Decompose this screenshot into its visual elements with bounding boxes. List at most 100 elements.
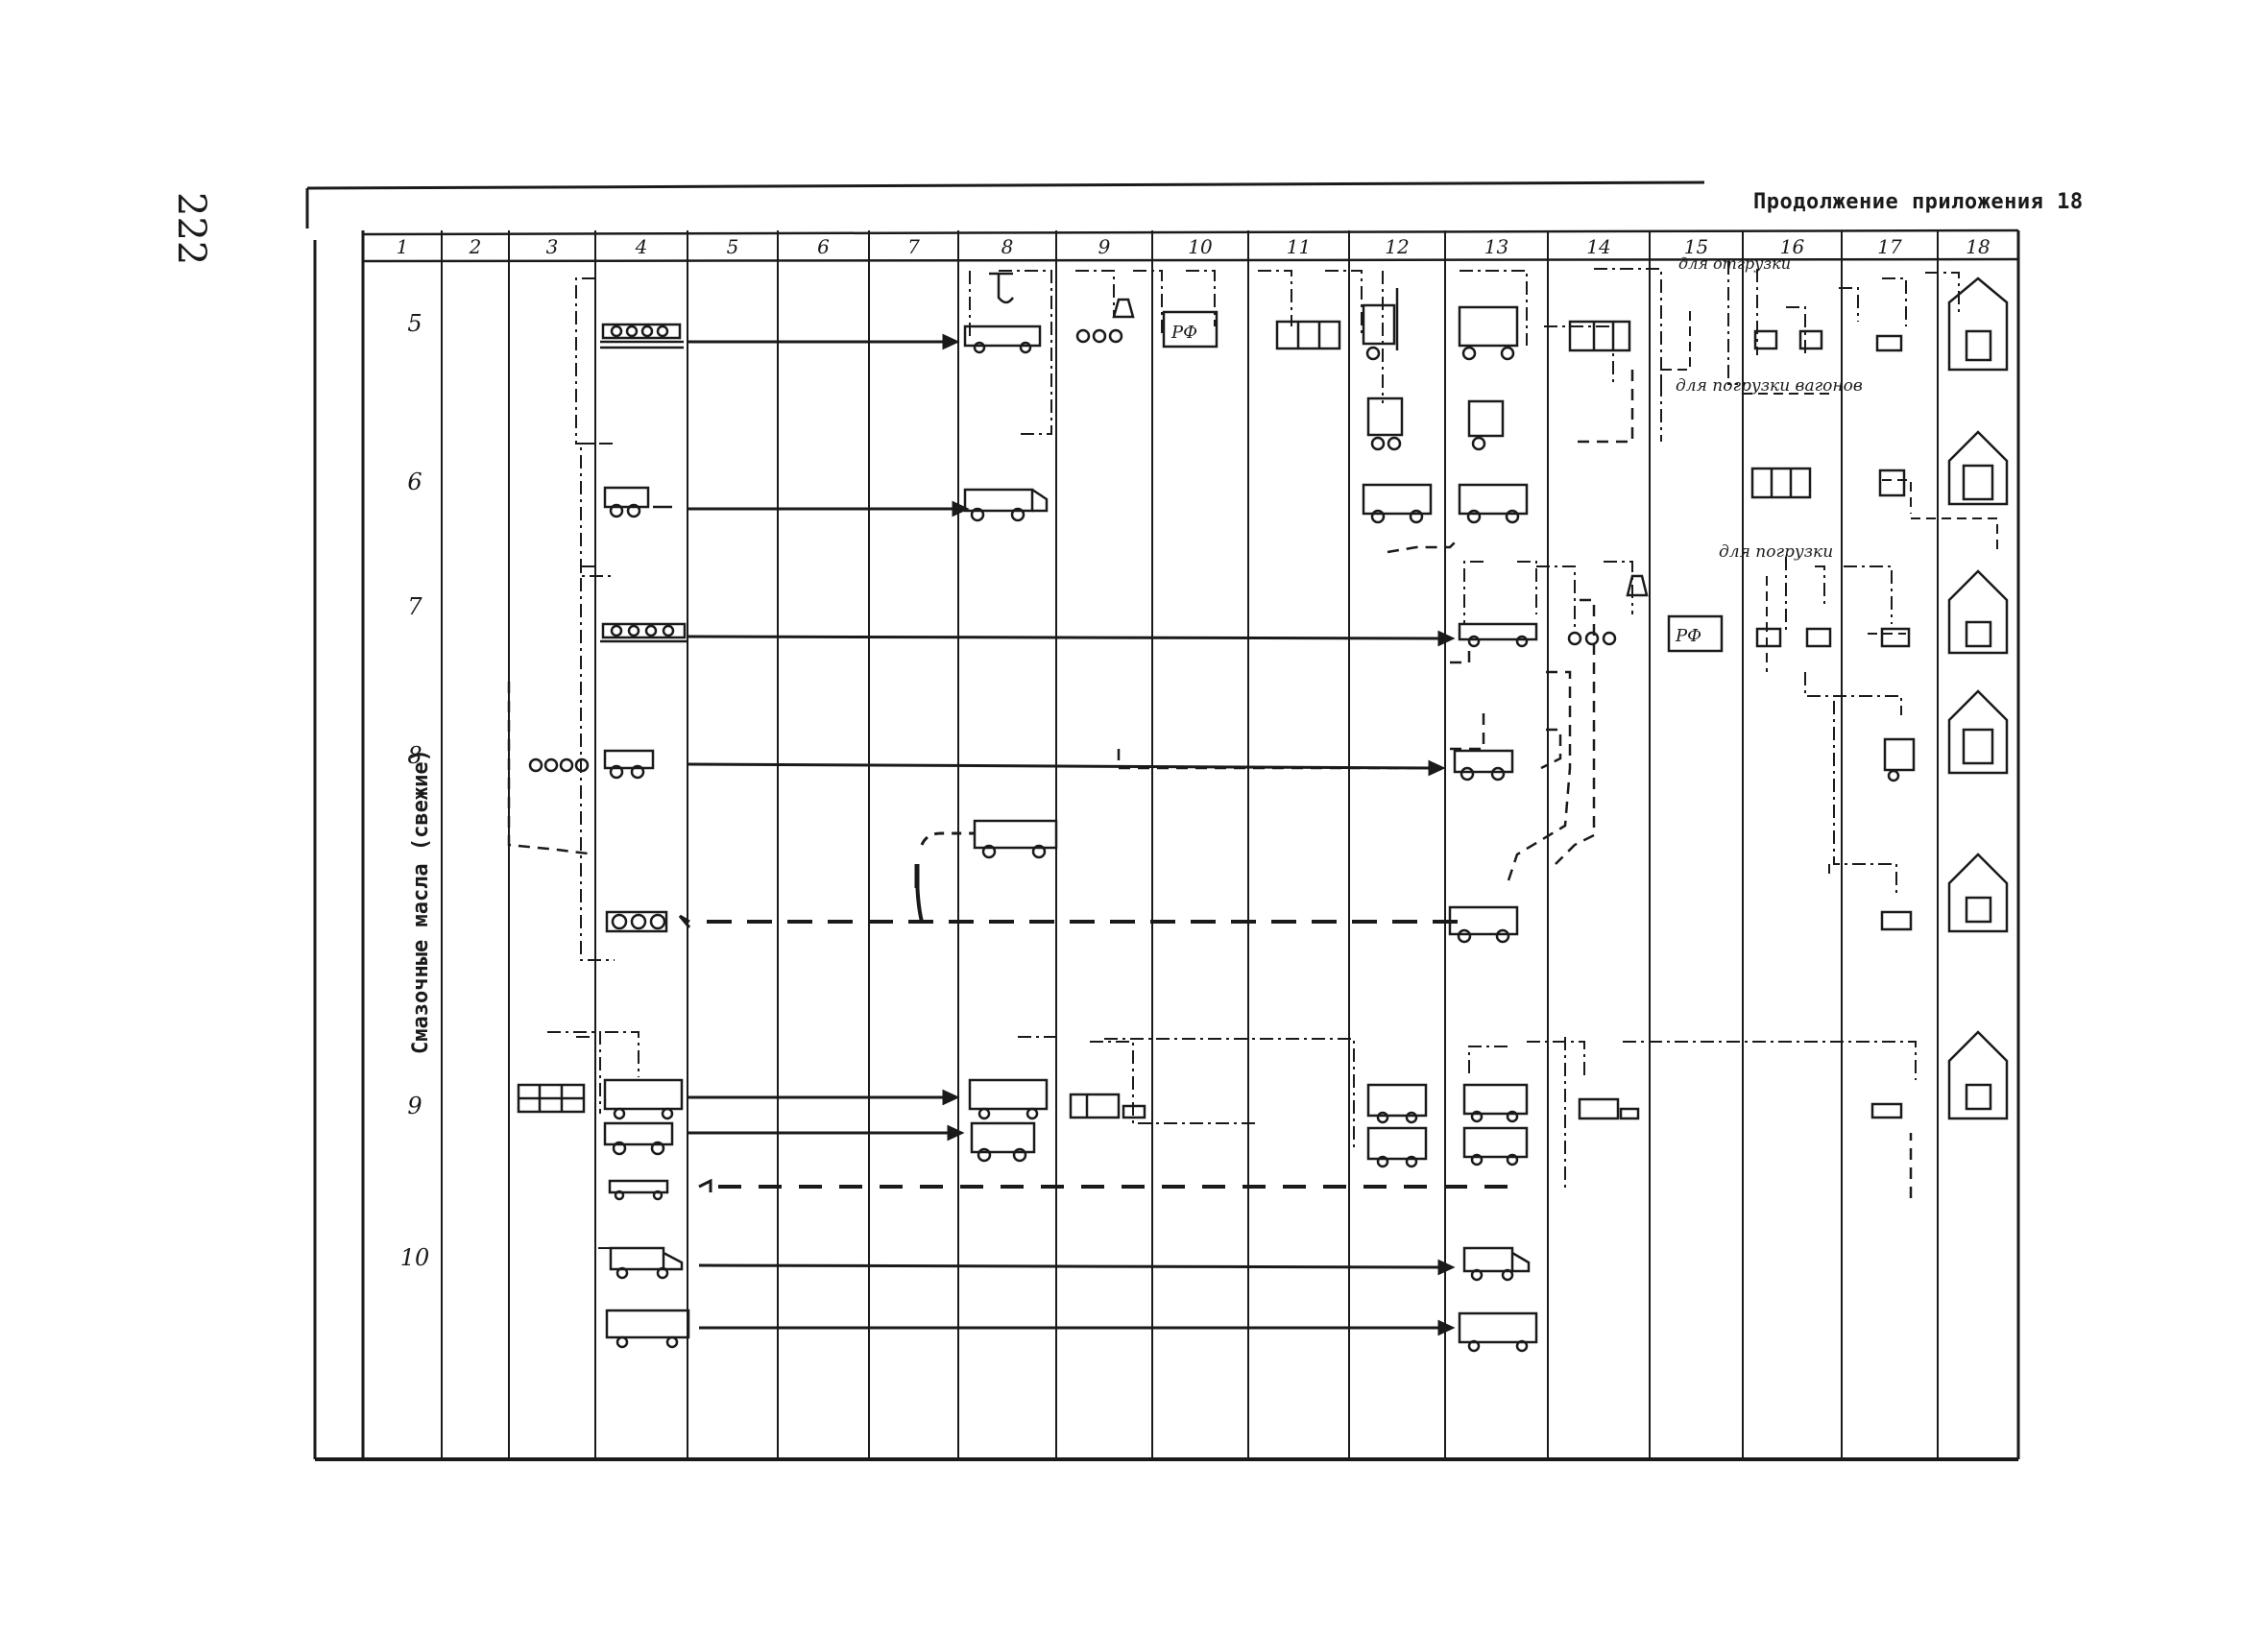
truck-icon [1462,1246,1531,1282]
column-header: 6 [817,235,830,258]
right-side-connectors [1660,307,1998,874]
barrel-stack-icon [600,323,684,349]
column-header: 7 [907,235,920,258]
dashed-return-arrows [678,831,1508,1192]
column-header: 1 [397,235,409,258]
row-number: 9 [407,1093,422,1119]
container-icon [1275,320,1341,350]
rail-wagon-icon [605,1309,690,1349]
column-header: 13 [1484,235,1508,258]
forklift-icon [1880,910,1913,931]
truck-icon [1453,749,1514,781]
truck-icon [603,1121,674,1156]
annotations: для отгрузки для погрузки вагонов для по… [1676,254,1863,562]
column-header: 2 [469,235,482,258]
dashed-connectors [507,370,1913,1198]
rail-wagon-icon [963,325,1042,354]
truck-icon [1462,1126,1529,1166]
equipment-icons: РФ РФ [517,272,2009,1353]
rail-wagon-icon [968,1078,1049,1120]
truck-icon [970,1121,1036,1163]
scale-icon [1626,574,1649,597]
svg-text:РФ: РФ [1170,323,1197,343]
column-header: 4 [635,235,648,258]
barrel-stack-icon [528,757,590,773]
crane-hook-icon [989,272,1015,304]
column-header: 15 [1684,235,1708,258]
forklift-icon [1880,627,1911,648]
dash-dot-connectors [547,261,1960,1249]
container-icon: РФ [1162,310,1218,349]
page-caption: Продолжение приложения 18 [1753,190,2084,214]
column-header: 5 [727,235,739,258]
container-icon [1750,467,1812,499]
truck-icon [603,486,672,518]
barrel-stack-icon [1567,631,1617,646]
column-header: 9 [1098,235,1111,258]
column-header: 17 [1877,235,1902,258]
rail-wagon-icon [603,1078,684,1120]
annotation-wagon-loading: для погрузки вагонов [1676,376,1863,396]
truck-icon [1448,905,1519,944]
column-header: 12 [1385,235,1409,258]
forklift-icon [1366,397,1404,451]
truck-icon [609,1246,684,1280]
truck-icon [603,749,655,780]
forklift-icon [1883,737,1916,782]
truck-icon [1462,1083,1529,1123]
barrel-stack-icon [1075,328,1123,344]
warehouse-icon [1947,689,2009,775]
container-icon: РФ [1667,614,1724,653]
column-header: 18 [1966,235,1990,258]
svg-text:РФ: РФ [1675,626,1701,646]
forklift-icon [1366,1126,1428,1168]
container-icon [1568,320,1631,352]
forklift-icon [1753,329,1823,350]
rail-wagon-icon [605,910,668,933]
forklift-icon [1467,399,1505,451]
row-number: 7 [407,593,422,620]
rail-wagon-icon [1458,1311,1538,1353]
scale-icon [1112,298,1135,319]
warehouse-icon [1947,430,2009,506]
row-number: 8 [407,742,422,769]
warehouse-icon [1947,569,2009,655]
forklift-icon [1362,288,1399,361]
forklift-icon [1366,1083,1428,1124]
forklift-icon [1878,469,1906,497]
row-number: 5 [407,310,422,337]
forklift-icon [1458,305,1519,361]
annotation-loading: для погрузки [1719,542,1833,562]
column-header: 8 [1001,235,1014,258]
row-number: 10 [400,1244,430,1271]
truck-icon [963,488,1049,522]
column-header: 16 [1780,235,1805,258]
truck-icon [973,819,1058,859]
truck-icon [1362,483,1433,524]
truck-icon [1458,483,1529,524]
rail-wagon-icon [608,1179,669,1201]
forklift-icon [1875,334,1903,352]
warehouse-icon [1947,853,2009,933]
barrel-stack-icon [600,622,688,643]
row-labels: 5 6 7 8 9 10 [400,310,430,1271]
rail-wagon-icon [1458,622,1538,648]
column-header: 3 [546,235,559,258]
column-grid [361,230,2020,1459]
annotation-shipping: для отгрузки [1678,254,1791,273]
container-icon [1578,1097,1640,1120]
forklift-icon [1755,627,1832,648]
column-header: 14 [1586,235,1610,258]
row-number: 6 [407,469,422,495]
forklift-icon [1870,1102,1903,1119]
warehouse-icon [1947,277,2009,372]
container-icon [517,1083,586,1114]
column-header: 10 [1188,235,1213,258]
column-header: 11 [1287,235,1311,258]
container-icon [1069,1093,1146,1119]
warehouse-icon [1947,1030,2009,1120]
solid-flow-arrows [687,333,1456,1336]
